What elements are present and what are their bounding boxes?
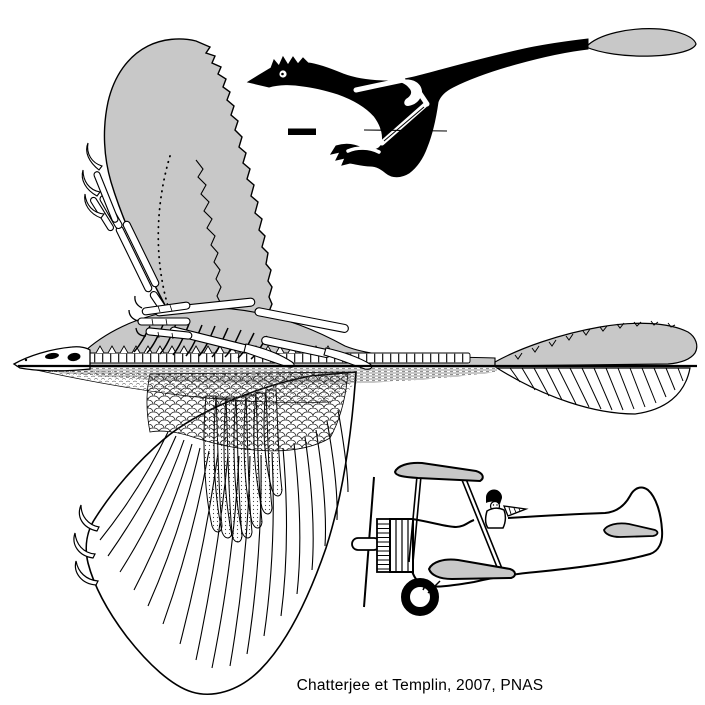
- skull: [12, 346, 91, 372]
- running-microraptor-illustration: [246, 28, 697, 178]
- antorbital-fenestra: [45, 352, 59, 360]
- tail-fan-serrations: [514, 320, 676, 360]
- running-eye-pupil: [281, 72, 284, 76]
- scale-bar: [288, 128, 316, 135]
- chest-outline: [35, 369, 331, 403]
- gliding-microraptor-illustration: [12, 38, 698, 695]
- biplane-bottom-wing: [427, 558, 516, 581]
- arm-bones: [81, 142, 195, 353]
- biplane-top-wing: [393, 461, 484, 483]
- nostril: [24, 358, 28, 362]
- girdle-and-leg-bones: [128, 295, 373, 370]
- engine-radiator: [376, 518, 414, 573]
- orbit: [67, 352, 81, 362]
- pilot-torso: [484, 507, 507, 529]
- wheel: [401, 578, 439, 616]
- wrist-claws: [73, 504, 100, 586]
- biplane-tailplane: [603, 522, 659, 538]
- running-ilium-bone: [353, 77, 406, 93]
- caption: Chatterjee et Templin, 2007, PNAS: [296, 677, 544, 694]
- axial-skeleton: [87, 295, 471, 370]
- running-femur-bone: [412, 83, 430, 107]
- pilot-helmet: [486, 489, 503, 504]
- running-tibia-line: [383, 106, 425, 142]
- fuselage: [411, 486, 664, 588]
- running-tail-fan: [584, 28, 697, 57]
- tail-fan: [494, 322, 698, 367]
- pilot: [484, 489, 529, 529]
- under-tail-fan: [494, 367, 691, 415]
- reference-line: [363, 129, 448, 132]
- biplane-illustration: [351, 461, 664, 616]
- propeller-hub: [351, 537, 381, 551]
- running-foot-bones: [346, 146, 381, 154]
- chest-stipple: [40, 370, 356, 405]
